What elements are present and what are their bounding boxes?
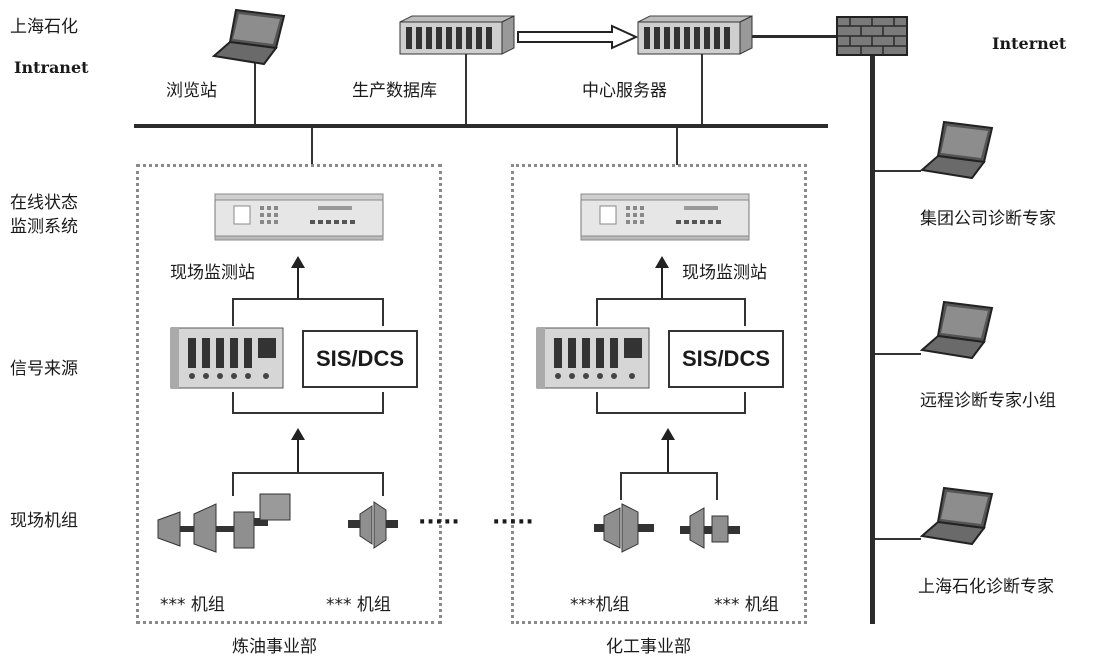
compressor-icon bbox=[678, 502, 742, 556]
bracket-top-right bbox=[382, 298, 384, 326]
center-server-label: 中心服务器 bbox=[582, 76, 667, 101]
branch-3 bbox=[875, 538, 921, 540]
arrow-up-icon bbox=[290, 428, 306, 472]
remote-expert-label-3: 上海石化诊断专家 bbox=[918, 572, 1054, 597]
monitor-label-line1: 在线状态 bbox=[10, 188, 78, 213]
turbine-icon bbox=[592, 500, 658, 556]
bus-to-left-box bbox=[311, 128, 313, 165]
arrow-up-icon bbox=[660, 428, 676, 472]
org-label-line2: Intranet bbox=[14, 58, 89, 77]
internet-label: Internet bbox=[992, 34, 1066, 53]
monitor-station-rack-icon bbox=[580, 192, 752, 242]
branch-2 bbox=[875, 353, 921, 355]
sisdcs-box: SIS/DCS bbox=[302, 330, 418, 388]
monitor-label-line2: 监测系统 bbox=[10, 212, 78, 237]
bracket-bottom bbox=[232, 412, 384, 414]
units-bracket-right bbox=[382, 472, 384, 496]
unit-a-label: ***机组 bbox=[570, 590, 630, 615]
units-bracket bbox=[620, 472, 718, 474]
ellipsis-right: ····· bbox=[492, 510, 534, 535]
laptop-icon bbox=[918, 118, 998, 182]
units-label: 现场机组 bbox=[10, 506, 78, 531]
laptop-icon bbox=[918, 484, 998, 548]
server-drop bbox=[701, 50, 703, 124]
bracket-bottom bbox=[596, 412, 746, 414]
bracket-top bbox=[596, 298, 746, 300]
ellipsis-left: ····· bbox=[418, 510, 460, 535]
production-db-label: 生产数据库 bbox=[352, 76, 437, 101]
bracket-bottom-right bbox=[744, 392, 746, 414]
org-label-line1: 上海石化 bbox=[10, 12, 78, 37]
bracket-top bbox=[232, 298, 384, 300]
units-bracket-right bbox=[716, 472, 718, 500]
signal-device-icon bbox=[536, 326, 652, 390]
monitor-station-label: 现场监测站 bbox=[170, 258, 255, 283]
division-name-right: 化工事业部 bbox=[606, 632, 691, 657]
bracket-bottom-right bbox=[382, 392, 384, 414]
arrow-up-icon bbox=[654, 256, 670, 300]
browser-label: 浏览站 bbox=[166, 76, 217, 101]
turbine-icon bbox=[346, 498, 402, 552]
intranet-bus bbox=[134, 124, 828, 128]
monitor-station-rack-icon bbox=[214, 192, 386, 242]
compressor-train-icon bbox=[156, 490, 296, 560]
division-name-left: 炼油事业部 bbox=[232, 632, 317, 657]
bracket-top-left bbox=[232, 298, 234, 326]
center-server-icon bbox=[636, 14, 754, 56]
arrow-up-icon bbox=[290, 256, 306, 300]
signal-device-icon bbox=[170, 326, 286, 390]
laptop-icon bbox=[210, 6, 290, 68]
bracket-top-right bbox=[744, 298, 746, 326]
unit-b-label: *** 机组 bbox=[714, 590, 779, 615]
browser-drop bbox=[254, 62, 256, 124]
db-drop bbox=[465, 50, 467, 124]
bracket-bottom-left bbox=[232, 392, 234, 414]
branch-1 bbox=[875, 170, 921, 172]
firewall-icon bbox=[836, 16, 908, 56]
sisdcs-box: SIS/DCS bbox=[668, 330, 784, 388]
laptop-icon bbox=[918, 298, 998, 362]
remote-expert-label-2: 远程诊断专家小组 bbox=[920, 386, 1056, 411]
units-bracket bbox=[232, 472, 384, 474]
bracket-top-left bbox=[596, 298, 598, 326]
bus-to-right-box bbox=[676, 128, 678, 165]
unit-b-label: *** 机组 bbox=[326, 590, 391, 615]
bracket-bottom-left bbox=[596, 392, 598, 414]
server-firewall-link bbox=[752, 35, 838, 38]
db-server-icon bbox=[398, 14, 516, 56]
unit-a-label: *** 机组 bbox=[160, 590, 225, 615]
transfer-arrow-icon bbox=[516, 24, 638, 50]
units-bracket-left bbox=[620, 472, 622, 500]
signal-label: 信号来源 bbox=[10, 354, 78, 379]
monitor-station-label: 现场监测站 bbox=[682, 258, 767, 283]
remote-expert-label-1: 集团公司诊断专家 bbox=[920, 204, 1056, 229]
